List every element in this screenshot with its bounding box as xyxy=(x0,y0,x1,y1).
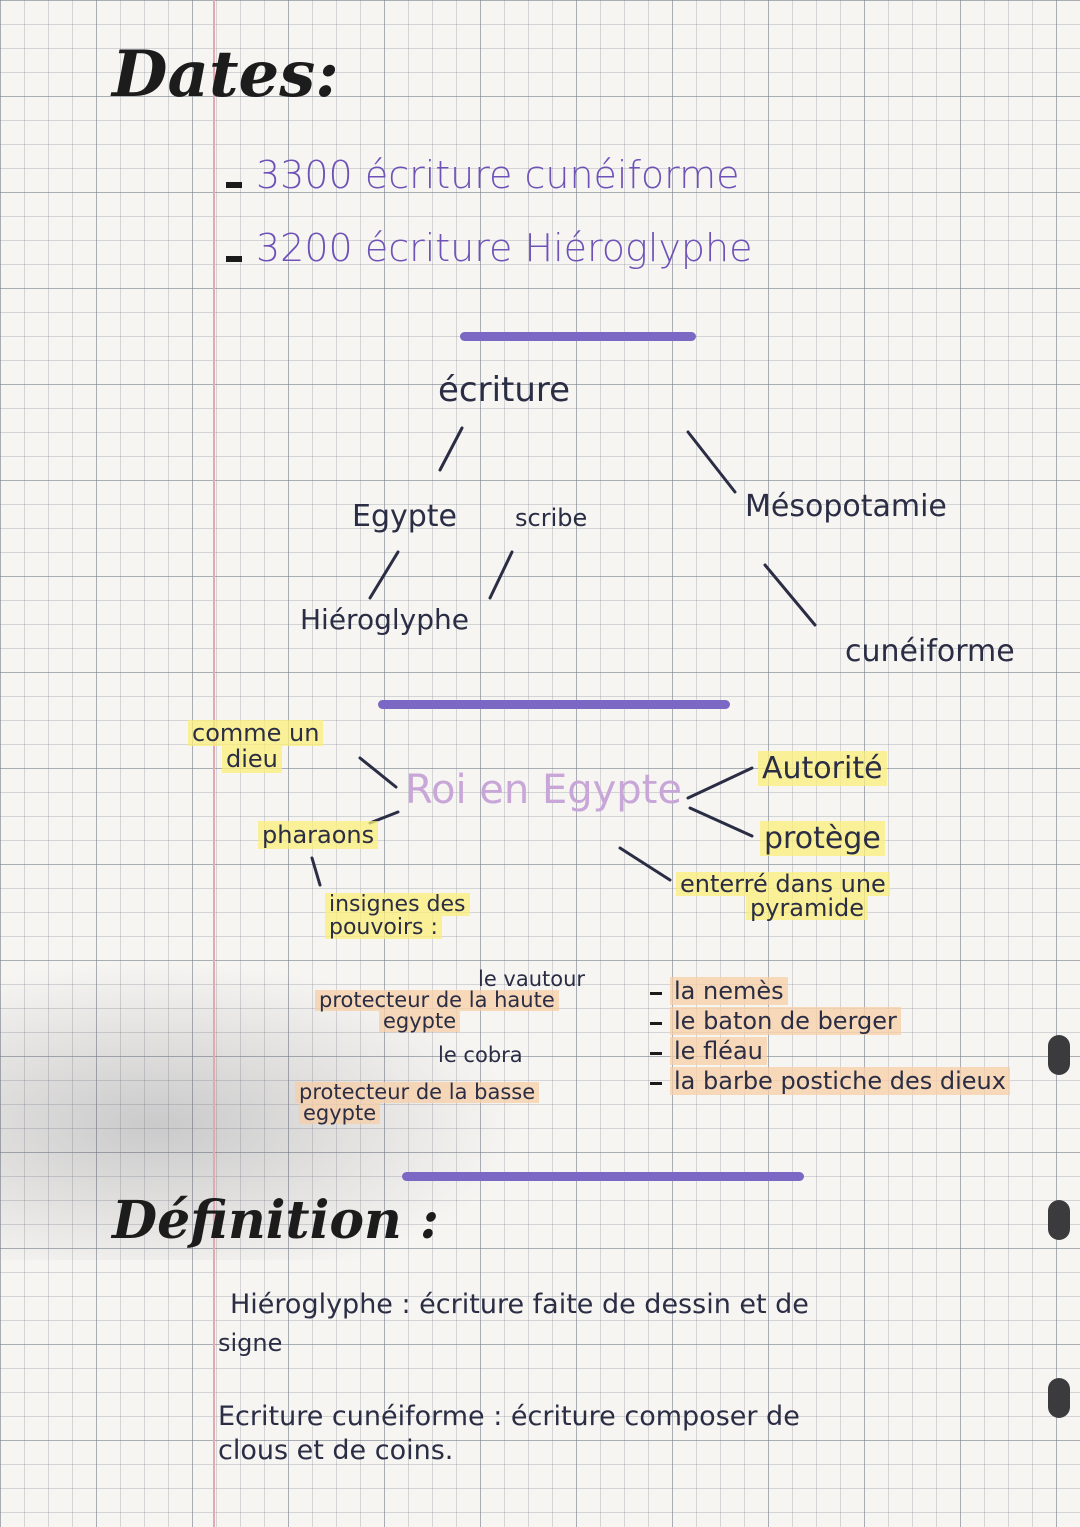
date-text: écriture Hiéroglyphe xyxy=(365,226,753,270)
label-line: egypte xyxy=(299,1103,380,1124)
label-enterre: enterré dans une pyramide xyxy=(676,872,890,920)
label-line: egypte xyxy=(379,1011,460,1032)
node-egypte: Egypte xyxy=(352,500,457,533)
bullet-dash xyxy=(650,992,662,995)
node-hieroglyphe: Hiéroglyphe xyxy=(300,605,469,636)
bullet-dash xyxy=(226,256,242,262)
bullet-dash xyxy=(226,182,242,188)
section-divider xyxy=(460,332,696,341)
bullet-dash xyxy=(650,1052,662,1055)
label-line: protecteur de la basse xyxy=(295,1082,539,1103)
date-item: 3200 écriture Hiéroglyphe xyxy=(256,228,752,270)
date-year: 3200 xyxy=(256,226,353,270)
bullet-dash xyxy=(650,1082,662,1085)
definition-title: Définition : xyxy=(112,1192,439,1249)
insigne-list-item: le baton de berger xyxy=(670,1008,901,1034)
diagram-center-roi-egypte: Roi en Egypte xyxy=(405,768,682,812)
label-autorite: Autorité xyxy=(758,752,887,785)
item-text: la nemès xyxy=(670,977,788,1005)
node-scribe: scribe xyxy=(515,505,587,531)
label-comme-un-dieu: comme un dieu xyxy=(188,720,323,773)
definition-line: Hiéroglyphe : écriture faite de dessin e… xyxy=(230,1290,809,1320)
date-text: écriture cunéiforme xyxy=(365,153,740,197)
item-text: le baton de berger xyxy=(670,1007,901,1035)
diagram-center-ecriture: écriture xyxy=(438,372,570,409)
definition-line: clous et de coins. xyxy=(218,1436,453,1466)
label-line: protecteur de la haute xyxy=(315,990,559,1011)
node-cuneiforme: cunéiforme xyxy=(845,635,1015,668)
insigne-list-item: la nemès xyxy=(670,978,788,1004)
insigne-list-item: le fléau xyxy=(670,1038,767,1064)
item-text: le fléau xyxy=(670,1037,767,1065)
label-line: insignes des xyxy=(325,893,470,916)
label-line: pouvoirs : xyxy=(325,916,442,939)
bullet-dash xyxy=(650,1022,662,1025)
label-cobra: le cobra xyxy=(438,1044,523,1067)
insigne-list-item: la barbe postiche des dieux xyxy=(670,1068,1010,1094)
label-text: Autorité xyxy=(758,751,887,786)
label-line: pyramide xyxy=(746,896,868,920)
definition-line: Ecriture cunéiforme : écriture composer … xyxy=(218,1402,800,1432)
label-line: enterré dans une xyxy=(676,872,890,896)
label-protecteur-basse: protecteur de la basse egypte xyxy=(295,1082,539,1124)
page-title: Dates: xyxy=(112,40,339,110)
date-item: 3300 écriture cunéiforme xyxy=(256,155,739,197)
section-divider xyxy=(378,700,730,709)
label-text: pharaons xyxy=(258,821,378,849)
label-protecteur-haute: protecteur de la haute egypte xyxy=(315,990,559,1032)
label-line: dieu xyxy=(222,746,282,772)
definition-line: signe xyxy=(218,1330,282,1356)
section-divider xyxy=(402,1172,804,1181)
label-protege: protège xyxy=(760,822,885,855)
node-mesopotamie: Mésopotamie xyxy=(745,490,947,523)
label-text: protège xyxy=(760,821,885,856)
label-line: comme un xyxy=(188,720,323,746)
item-text: la barbe postiche des dieux xyxy=(670,1067,1010,1095)
date-year: 3300 xyxy=(256,153,353,197)
label-insignes: insignes des pouvoirs : xyxy=(325,893,470,939)
label-pharaons: pharaons xyxy=(258,822,378,848)
